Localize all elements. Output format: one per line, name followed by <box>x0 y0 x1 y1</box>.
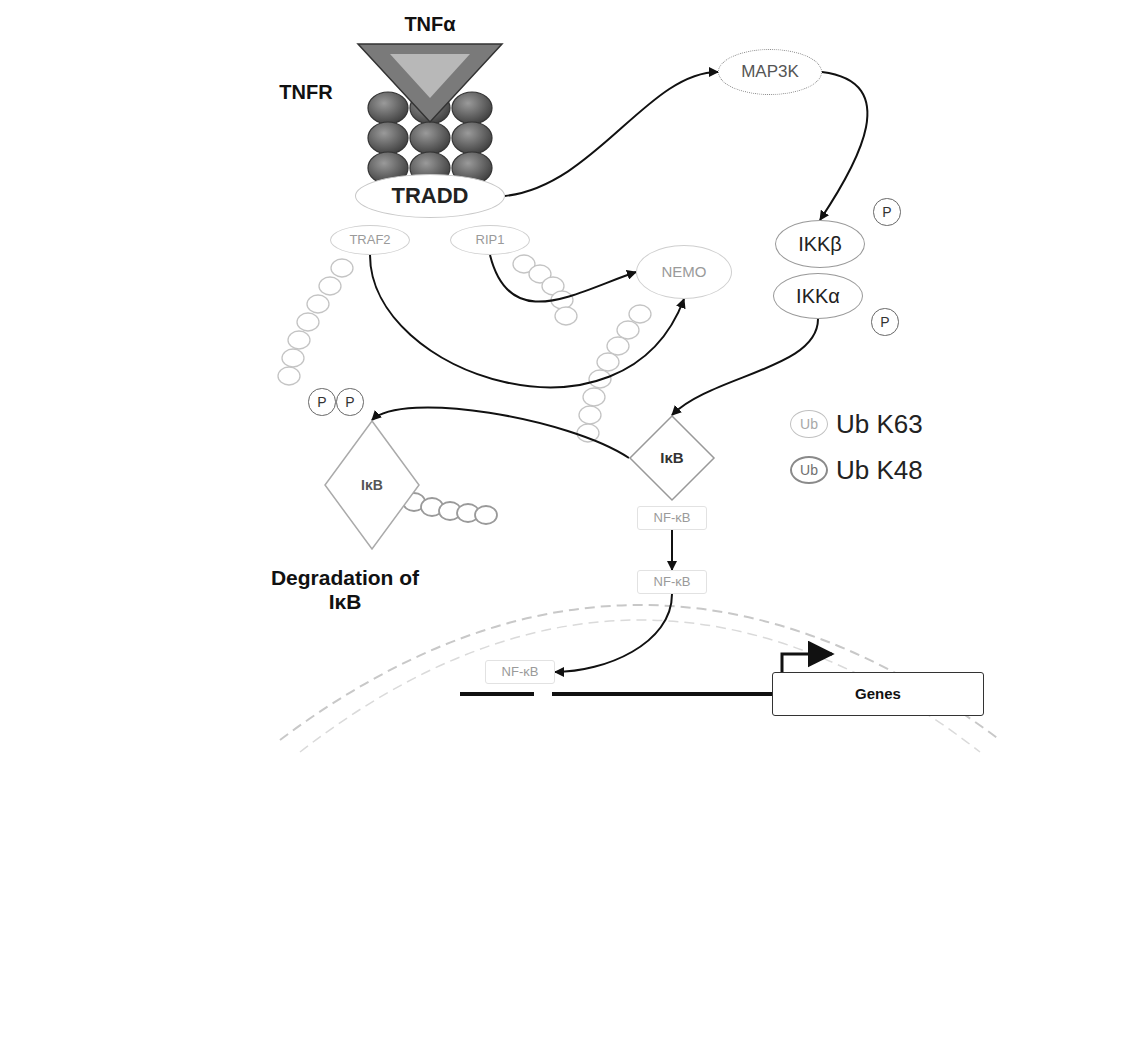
ubiquitin-label: Ub <box>800 462 818 478</box>
ubiquitin-label: Ub <box>800 416 818 432</box>
gene-box: Genes <box>772 672 984 716</box>
kinase-subunit: IKKα <box>773 273 863 319</box>
node-label: MAP3K <box>741 62 799 82</box>
pathway-arrow <box>555 594 672 672</box>
ubiquitin-chain <box>278 259 353 385</box>
pathway-arrow <box>490 255 636 302</box>
legend-text: Ub K63 <box>836 409 923 440</box>
node-label: P <box>880 314 889 330</box>
transcription-factor: NF-κB <box>485 660 555 684</box>
kinase-subunit: IKKβ <box>775 220 865 268</box>
node-label: NF-κB <box>654 511 691 526</box>
adaptor-protein: TRAF2 <box>330 225 410 255</box>
node-label: TRADD <box>392 183 469 208</box>
phosphate-circle: P <box>336 388 363 415</box>
legend-swatch: Ub <box>790 456 828 484</box>
dna-strand <box>460 692 534 696</box>
node-label: NF-κB <box>654 575 691 590</box>
process-label: Degradation of IκB <box>270 566 420 614</box>
pathway-arrow <box>672 319 818 415</box>
node-label: P <box>882 204 891 220</box>
node-label: Genes <box>855 685 901 702</box>
transcription-factor: NF-κB <box>637 570 707 594</box>
node-label: IKKα <box>796 285 840 308</box>
promoter-arrow <box>782 654 832 672</box>
node-label: IκB <box>361 477 383 493</box>
regulatory-subunit: NEMO <box>636 245 732 299</box>
node-label: NEMO <box>662 263 707 280</box>
pathway-arrow <box>820 72 867 220</box>
node-label: TRAF2 <box>349 233 390 248</box>
node-label: IKKβ <box>798 233 842 256</box>
kinase-protein: RIP1 <box>450 225 530 255</box>
pathway-arrow <box>505 72 718 196</box>
node-label: RIP1 <box>476 233 505 248</box>
legend-text: Ub K48 <box>836 455 923 486</box>
inhibitor-diamond: IκB <box>629 415 715 501</box>
pathway-arrow <box>372 407 629 458</box>
ubiquitin-chain <box>513 255 577 325</box>
transcription-factor: NF-κB <box>637 506 707 530</box>
pathway-arrow <box>671 530 673 570</box>
adaptor-protein: TRADD <box>355 174 505 218</box>
nuclear-membrane <box>300 620 980 752</box>
dna-strand <box>552 692 772 696</box>
phosphate-circle: P <box>873 198 900 225</box>
nuclear-membrane <box>280 605 1000 740</box>
legend-row: Ub Ub K48 <box>790 455 923 486</box>
legend-swatch: Ub <box>790 410 828 438</box>
receptor-label: TNFR <box>279 81 332 104</box>
node-label: P <box>345 394 354 410</box>
node-label: NF-κB <box>502 665 539 680</box>
ubiquitin-chain <box>403 493 497 524</box>
kinase-protein: MAP3K <box>718 49 822 95</box>
ligand-symbol <box>358 44 502 122</box>
phosphate-circle: P <box>308 388 335 415</box>
phosphate-circle: P <box>871 308 898 335</box>
node-label: IκB <box>660 449 683 466</box>
diamond-outline <box>630 416 714 500</box>
node-label: P <box>317 394 326 410</box>
inhibitor-diamond: IκB <box>324 420 420 550</box>
ubiquitin-chain <box>577 305 651 442</box>
ligand-label: TNFα <box>404 13 455 36</box>
legend-row: Ub Ub K63 <box>790 409 923 440</box>
diamond-outline <box>325 421 419 549</box>
